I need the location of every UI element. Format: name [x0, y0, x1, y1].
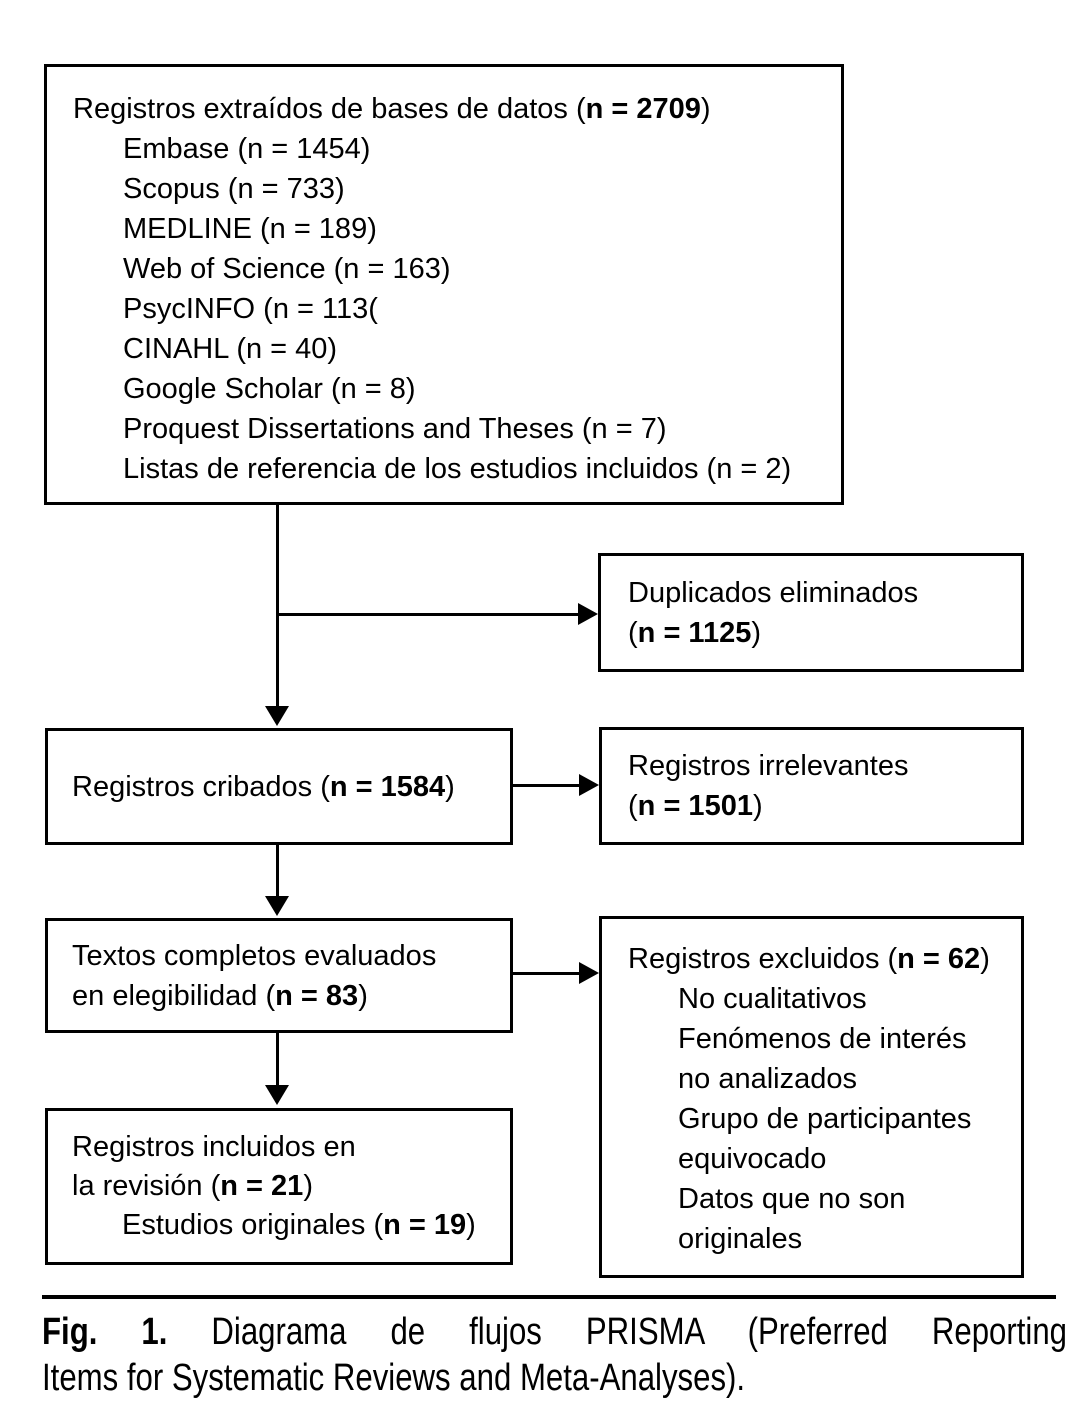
arrowhead-right-to-excluded	[579, 962, 599, 984]
arrowhead-down-to-included	[265, 1085, 289, 1105]
original-studies-count: Estudios originales (n = 19)	[122, 1209, 476, 1241]
records-included-line2: la revisión (n = 21)	[72, 1170, 313, 1202]
connector-screened-to-irrelevant	[513, 784, 579, 787]
duplicates-removed-count: (n = 1125)	[628, 616, 762, 649]
source-web-of-science: Web of Science (n = 163)	[123, 253, 451, 285]
connector-fulltext-to-excluded	[513, 972, 579, 975]
source-embase: Embase (n = 1454)	[123, 133, 371, 165]
exclusion-reason-not-qualitative: No cualitativos	[678, 983, 867, 1015]
figure-caption-text1: Diagrama de flujos PRISMA (Preferred Rep…	[211, 1311, 1068, 1353]
source-reference-lists: Listas de referencia de los estudios inc…	[123, 453, 792, 485]
source-medline: MEDLINE (n = 189)	[123, 213, 377, 245]
box-fulltext-assessed: Textos completos evaluados en elegibilid…	[45, 918, 513, 1033]
exclusion-reason-non-original-data: Datos que no son originales	[678, 1183, 906, 1255]
fulltext-assessed-line2: en elegibilidad (n = 83)	[72, 979, 368, 1012]
irrelevant-records-count: (n = 1501)	[628, 790, 763, 822]
caption-divider-rule	[42, 1295, 1056, 1299]
box-records-excluded: Registros excluidos (n = 62) No cualitat…	[599, 916, 1024, 1278]
source-psycinfo: PsycINFO (n = 113(	[123, 293, 378, 325]
arrowhead-down-to-fulltext	[265, 896, 289, 916]
connector-fulltext-to-included	[276, 1033, 279, 1085]
source-cinahl: CINAHL (n = 40)	[123, 333, 338, 365]
figure-caption-line1: Fig. 1. Diagrama de flujos PRISMA (Prefe…	[42, 1309, 1067, 1355]
fulltext-assessed-line1: Textos completos evaluados	[72, 939, 437, 972]
records-excluded-title: Registros excluidos (n = 62)	[628, 943, 990, 975]
source-proquest: Proquest Dissertations and Theses (n = 7…	[123, 413, 667, 445]
connector-identified-to-screened	[276, 505, 279, 707]
box-records-identified: Registros extraídos de bases de datos (n…	[44, 64, 844, 505]
arrowhead-down-to-screened	[265, 706, 289, 726]
box-duplicates-removed: Duplicados eliminados (n = 1125)	[598, 553, 1024, 672]
irrelevant-records-line1: Registros irrelevantes	[628, 750, 909, 782]
figure-label: Fig. 1.	[42, 1311, 168, 1353]
figure-caption: Fig. 1. Diagrama de flujos PRISMA (Prefe…	[42, 1309, 1067, 1401]
arrowhead-right-to-irrelevant	[579, 774, 599, 796]
box-records-screened: Registros cribados (n = 1584)	[45, 728, 513, 845]
exclusion-reason-phenomena-not-analyzed: Fenómenos de interés no analizados	[678, 1023, 967, 1095]
exclusion-reason-wrong-participants: Grupo de participantes equivocado	[678, 1103, 972, 1175]
source-google-scholar: Google Scholar (n = 8)	[123, 373, 416, 405]
records-identified-title: Registros extraídos de bases de datos (n…	[73, 93, 711, 125]
connector-screened-to-fulltext	[276, 845, 279, 897]
connector-to-duplicates	[276, 613, 578, 616]
records-screened-title: Registros cribados (n = 1584)	[72, 770, 455, 803]
box-records-included: Registros incluidos en la revisión (n = …	[45, 1108, 513, 1265]
box-irrelevant-records: Registros irrelevantes (n = 1501)	[599, 727, 1024, 845]
records-included-line1: Registros incluidos en	[72, 1131, 356, 1163]
source-scopus: Scopus (n = 733)	[123, 173, 345, 205]
arrowhead-right-to-duplicates	[578, 603, 598, 625]
duplicates-removed-line1: Duplicados eliminados	[628, 576, 919, 609]
figure-caption-line2: Items for Systematic Reviews and Meta-An…	[42, 1357, 746, 1399]
